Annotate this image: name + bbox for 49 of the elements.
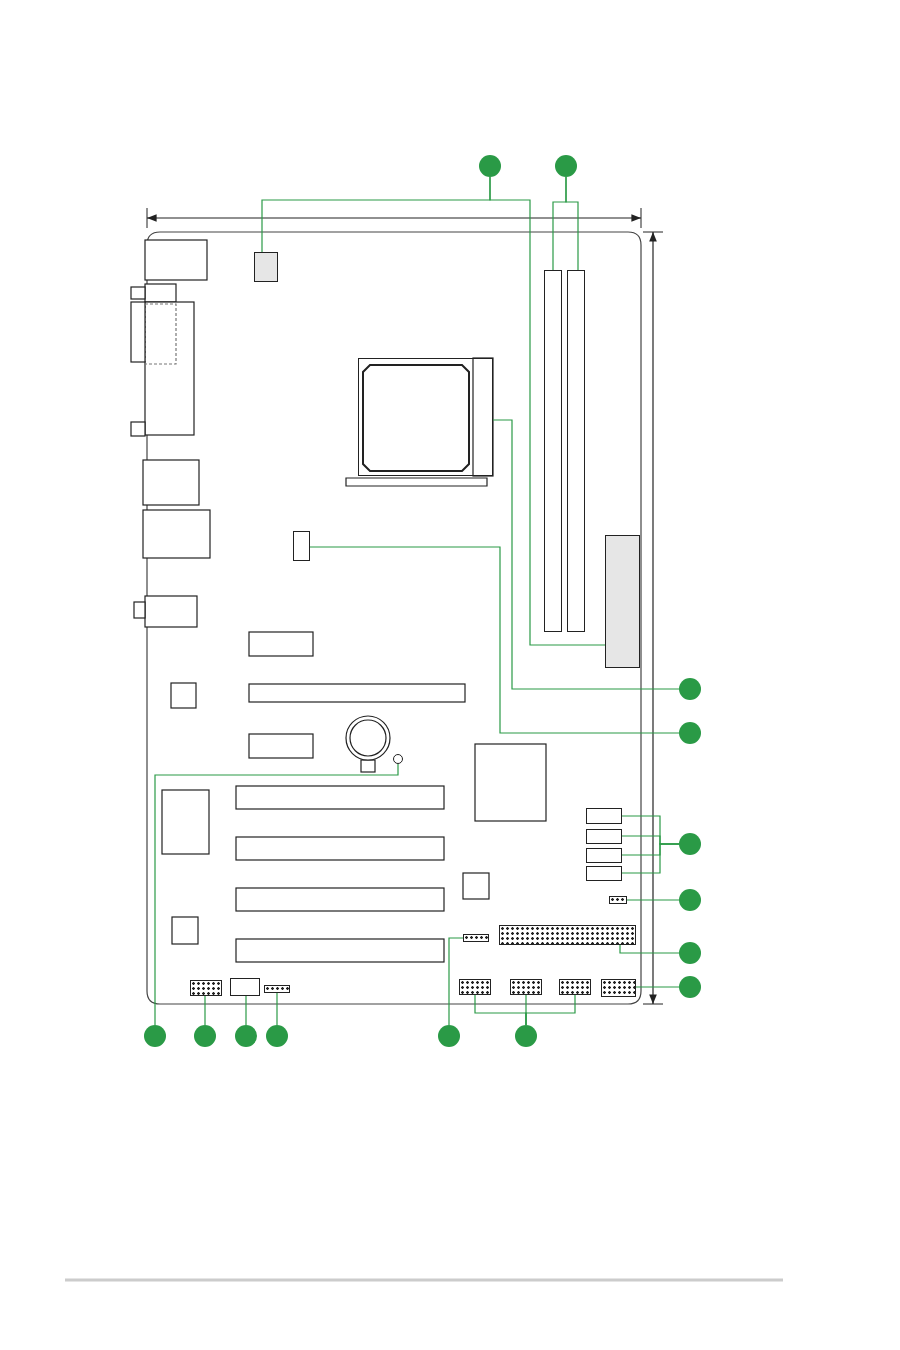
leader-line <box>245 995 247 1026</box>
sata-connector <box>586 848 622 863</box>
jumper-pin <box>393 754 403 764</box>
sata-connector <box>586 808 622 824</box>
audio-header <box>190 980 222 996</box>
leader-line <box>635 986 680 988</box>
leader-line <box>565 176 579 271</box>
leader-line <box>309 546 680 734</box>
callout-dot <box>438 1025 460 1047</box>
callout-dot <box>679 833 701 855</box>
callout-dot <box>235 1025 257 1047</box>
memory-slot <box>544 270 562 632</box>
leader-line <box>626 899 680 901</box>
fan-header <box>293 531 310 561</box>
callout-dot <box>679 722 701 744</box>
usb-header <box>559 979 591 995</box>
leader-line <box>154 763 399 1026</box>
callout-dot <box>679 678 701 700</box>
leader-line <box>276 992 278 1026</box>
callout-dot <box>555 155 577 177</box>
usb-header <box>510 979 542 995</box>
leader-line <box>525 994 576 1026</box>
panel-header <box>601 979 636 997</box>
power-connector <box>605 535 640 668</box>
sata-connector <box>586 829 622 844</box>
leader-line <box>448 937 464 1026</box>
connector <box>230 978 260 996</box>
leader-line <box>204 995 206 1026</box>
callout-dot <box>144 1025 166 1047</box>
sata-connector <box>586 866 622 881</box>
leader-line <box>619 944 680 954</box>
pin-header <box>463 934 489 942</box>
callout-dot <box>679 942 701 964</box>
callout-dot <box>679 889 701 911</box>
leader-line <box>492 419 680 690</box>
cpu-socket <box>358 358 493 476</box>
jumper-header <box>609 896 627 904</box>
power-connector <box>254 252 278 282</box>
leader-line <box>489 176 606 646</box>
memory-slot <box>567 270 585 632</box>
jumper-header <box>264 985 290 993</box>
callout-dot <box>194 1025 216 1047</box>
leader-line <box>621 843 680 874</box>
callout-dot <box>266 1025 288 1047</box>
callout-dot <box>515 1025 537 1047</box>
usb-header <box>459 979 491 995</box>
callout-dot <box>479 155 501 177</box>
callout-dot <box>679 976 701 998</box>
ide-connector <box>499 925 636 945</box>
